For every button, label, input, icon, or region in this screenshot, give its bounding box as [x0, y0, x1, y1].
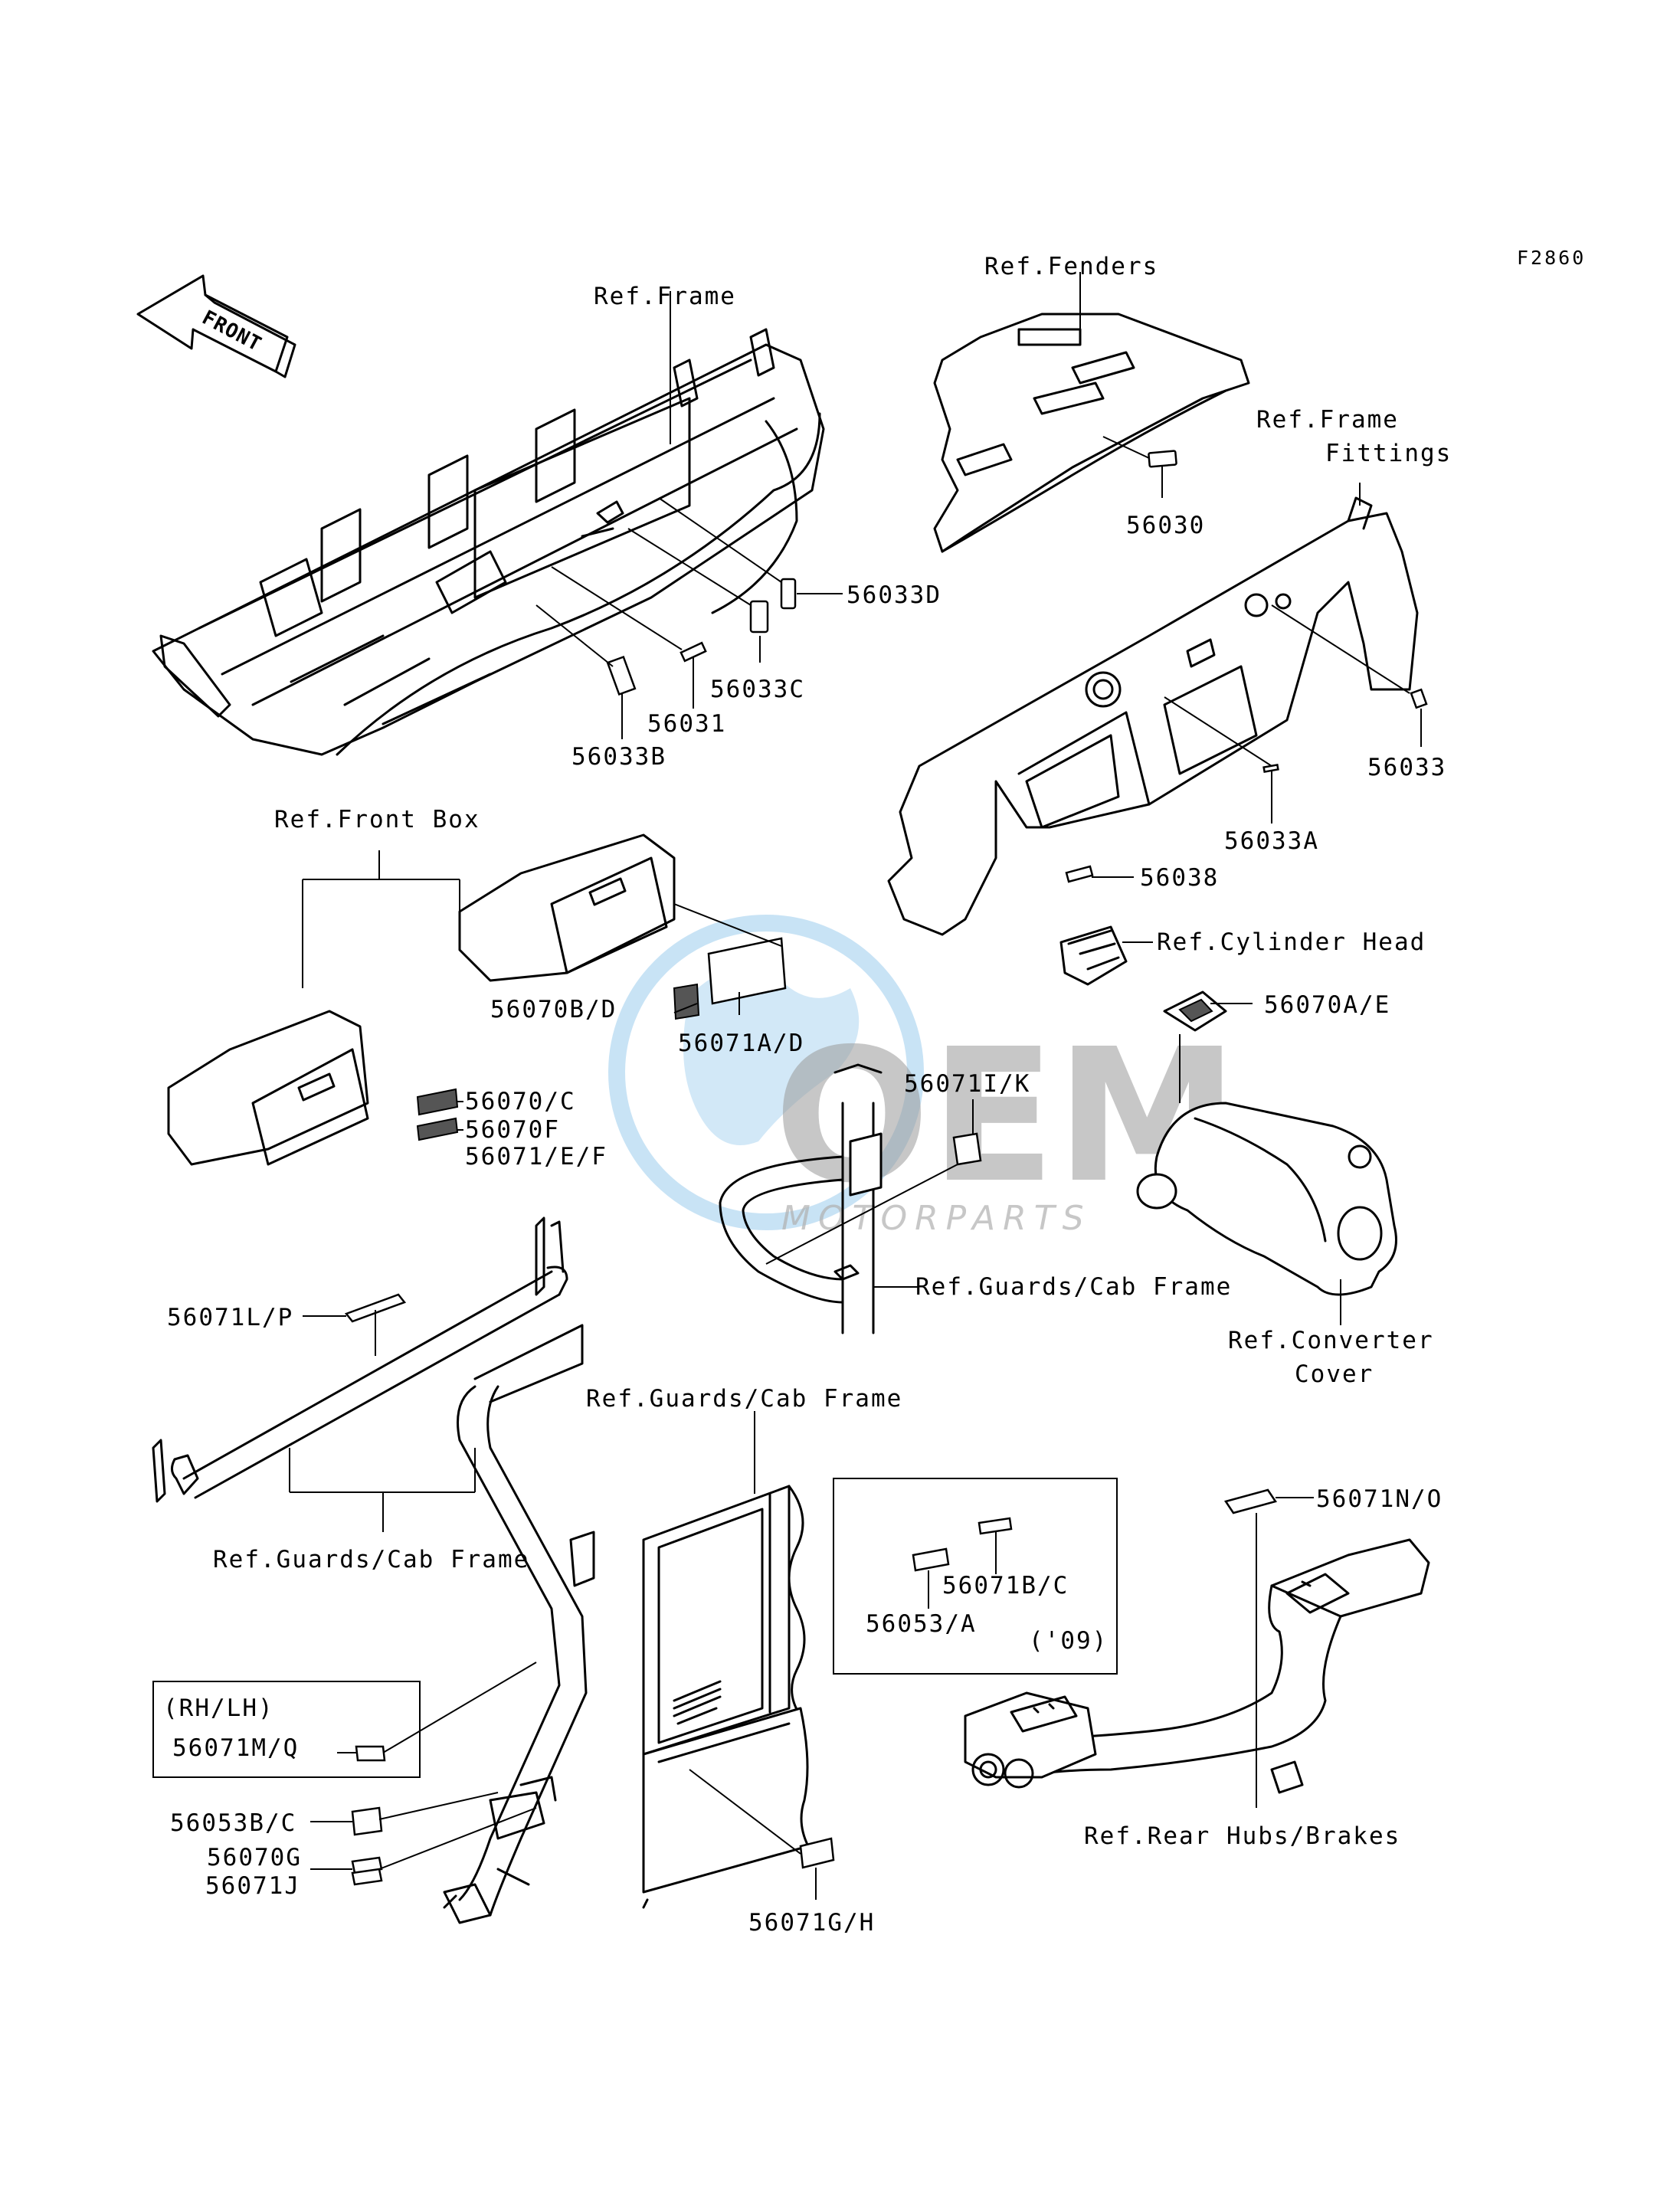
label-56033B: 56033B [571, 743, 666, 771]
label-56071AD: 56071A/D [678, 1030, 804, 1057]
decal-56053A [912, 1547, 950, 1572]
diagram-code: F2860 [1517, 247, 1586, 269]
decal-56071IK [952, 1132, 982, 1166]
label-year09: ('09) [1029, 1627, 1108, 1655]
label-ref-converter-2: Cover [1295, 1360, 1374, 1388]
decal-56031 [680, 641, 707, 663]
decal-56071J [351, 1868, 383, 1886]
frame-decals [606, 578, 797, 696]
label-56031: 56031 [647, 710, 726, 738]
label-56033C: 56033C [710, 676, 805, 703]
label-56071MQ: 56071M/Q [172, 1734, 299, 1762]
fender-drawing [933, 313, 1250, 553]
decal-56071BC [978, 1517, 1013, 1535]
label-56033D: 56033D [847, 581, 942, 609]
label-rh-lh: (RH/LH) [163, 1694, 274, 1722]
decal-56070F [416, 1117, 459, 1141]
converter-cover-drawing [1136, 990, 1397, 1296]
decal-56038 [1065, 865, 1094, 883]
label-56070BD: 56070B/D [490, 996, 617, 1023]
decal-56071AD [707, 937, 787, 1005]
watermark-sub: MOTORPARTS [781, 1199, 1092, 1238]
label-56071EF: 56071/E/F [465, 1143, 607, 1171]
label-ref-converter-1: Ref.Converter [1228, 1327, 1434, 1354]
decal-56071MQ [355, 1745, 386, 1762]
decal-56071GH [799, 1837, 835, 1869]
year-09-box [833, 1478, 1118, 1675]
frame-drawing [152, 328, 825, 756]
label-56038: 56038 [1140, 864, 1219, 892]
cylinder-head-drawing [1059, 865, 1128, 986]
decal-56071NO [1223, 1488, 1278, 1514]
decal-56030 [1148, 450, 1177, 468]
globe-logo-icon [608, 915, 924, 1230]
label-ref-fenders: Ref.Fenders [984, 253, 1158, 280]
front-arrow-icon: FRONT [136, 274, 296, 378]
globe-continents-icon [683, 968, 860, 1145]
label-56070C: 56070/C [465, 1088, 576, 1115]
label-56070AE: 56070A/E [1264, 991, 1390, 1019]
label-ref-frame-fittings-2: Fittings [1325, 440, 1452, 467]
label-56071J: 56071J [205, 1872, 300, 1900]
decal-56033 [1410, 688, 1428, 709]
label-ref-guards-cab-1: Ref.Guards/Cab Frame [915, 1273, 1232, 1301]
guard-tube-drawing [719, 1063, 982, 1334]
label-56071BC: 56071B/C [942, 1572, 1069, 1599]
label-ref-rear-hubs: Ref.Rear Hubs/Brakes [1084, 1822, 1400, 1850]
decal-56070C [416, 1088, 459, 1116]
label-56053A: 56053/A [866, 1610, 977, 1638]
label-ref-guards-cab-2: Ref.Guards/Cab Frame [213, 1546, 529, 1573]
label-56071IK: 56071I/K [904, 1070, 1030, 1098]
decal-56033D [780, 578, 797, 610]
label-56053BC: 56053B/C [170, 1809, 296, 1837]
label-56071GH: 56071G/H [748, 1909, 875, 1937]
label-ref-frame-fittings-1: Ref.Frame [1256, 406, 1399, 434]
label-ref-front-box: Ref.Front Box [274, 806, 480, 833]
cab-door-drawing [642, 1485, 835, 1909]
label-56071LP: 56071L/P [167, 1304, 293, 1331]
decal-56070BD [673, 983, 700, 1020]
decal-56033B [606, 655, 637, 696]
label-56030: 56030 [1126, 512, 1205, 539]
label-56070F: 56070F [465, 1116, 560, 1144]
bar-drawing [152, 1216, 568, 1503]
label-56033: 56033 [1367, 754, 1446, 781]
front-box-drawing [167, 833, 787, 1166]
frame-leaders [535, 291, 843, 739]
label-ref-frame: Ref.Frame [594, 283, 736, 310]
rear-axle-drawing [964, 1488, 1430, 1794]
label-ref-guards-cab-3: Ref.Guards/Cab Frame [586, 1385, 902, 1413]
decal-56071LP [344, 1293, 407, 1323]
rh-lh-box [152, 1681, 421, 1778]
label-56070G: 56070G [207, 1844, 302, 1871]
label-56033A: 56033A [1224, 827, 1319, 855]
label-ref-cylinder-head: Ref.Cylinder Head [1157, 928, 1426, 956]
long-guard-drawing [443, 1324, 595, 1924]
decal-56033C [749, 600, 769, 634]
decal-56053BC [351, 1806, 383, 1836]
label-56071NO: 56071N/O [1316, 1485, 1443, 1513]
frame-fittings-drawing [887, 496, 1428, 936]
